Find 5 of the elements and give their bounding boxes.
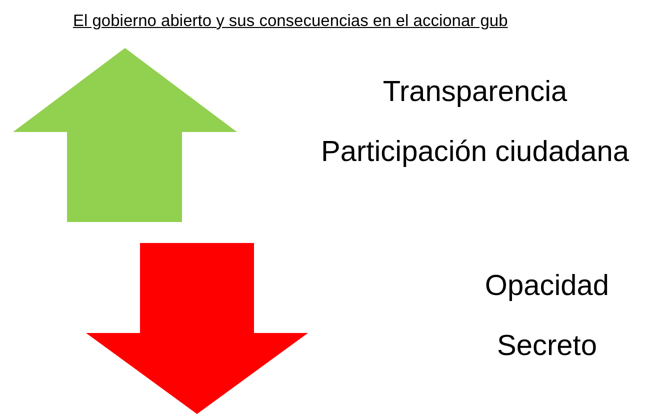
arrow-caption: Transparencia: [382, 76, 568, 109]
arrow-caption: Opacidad: [484, 270, 610, 303]
arrow-caption: Secreto: [497, 330, 597, 363]
arrow-caption: Participación ciudadana: [321, 136, 629, 169]
title: El gobierno abierto y sus consecuencias en el accionar gub: [73, 12, 508, 31]
